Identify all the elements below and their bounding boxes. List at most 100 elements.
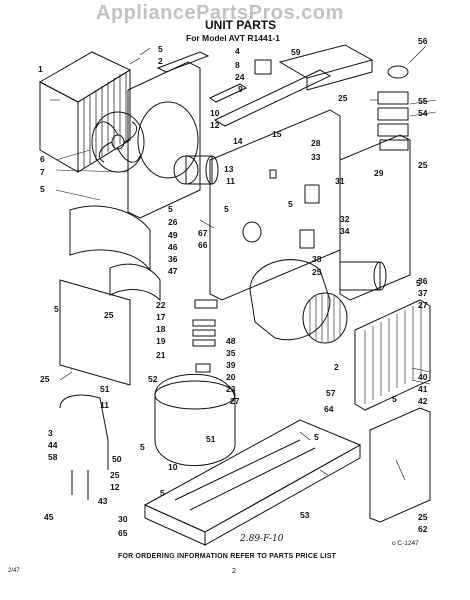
svg-text:56: 56 <box>418 36 428 46</box>
svg-text:51: 51 <box>206 434 216 444</box>
svg-text:13: 13 <box>224 164 234 174</box>
svg-text:25: 25 <box>104 310 114 320</box>
svg-text:44: 44 <box>48 440 58 450</box>
base-pan <box>143 419 362 546</box>
svg-text:22: 22 <box>156 300 166 310</box>
top-channel <box>278 44 374 91</box>
svg-text:4: 4 <box>235 46 240 56</box>
evaporator-coil <box>354 299 431 411</box>
svg-text:34: 34 <box>340 226 350 236</box>
svg-text:19: 19 <box>156 336 166 346</box>
svg-text:43: 43 <box>98 496 108 506</box>
svg-text:14: 14 <box>233 136 243 146</box>
svg-text:40: 40 <box>418 372 428 382</box>
control-panel <box>339 134 411 301</box>
part-number-labels: 1 5 2 4 8 24 9 10 12 59 56 25 55 54 15 1… <box>38 36 428 538</box>
thermostat-bulb <box>387 65 409 79</box>
svg-text:25: 25 <box>312 267 322 277</box>
svg-text:67: 67 <box>198 228 208 238</box>
svg-text:27: 27 <box>418 300 428 310</box>
figure-code: o C-1247 <box>392 540 419 547</box>
svg-text:5: 5 <box>160 488 165 498</box>
svg-text:59: 59 <box>291 47 301 57</box>
handwritten-note: 2.89-F-10 <box>240 534 284 544</box>
refrigerant-tube <box>59 394 109 470</box>
svg-text:12: 12 <box>110 482 120 492</box>
svg-text:5: 5 <box>158 44 163 54</box>
watermark: AppliancePartsPros.com <box>96 2 344 24</box>
svg-text:62: 62 <box>418 524 428 534</box>
svg-text:36: 36 <box>168 254 178 264</box>
blower-housing <box>249 259 348 344</box>
svg-text:47: 47 <box>168 266 178 276</box>
svg-text:5: 5 <box>416 278 421 288</box>
svg-text:20: 20 <box>226 372 236 382</box>
svg-text:50: 50 <box>112 454 122 464</box>
svg-text:2: 2 <box>334 362 339 372</box>
svg-text:11: 11 <box>226 176 235 186</box>
svg-text:25: 25 <box>40 374 50 384</box>
left-side-panel <box>59 279 131 386</box>
tube-fittings <box>71 470 89 500</box>
compressor <box>154 373 236 467</box>
top-bracket <box>156 51 210 73</box>
left-code: 2/47 <box>8 568 20 574</box>
svg-text:64: 64 <box>324 404 334 414</box>
svg-text:6: 6 <box>40 154 45 164</box>
svg-text:11: 11 <box>100 400 109 410</box>
control-switches <box>377 91 409 151</box>
svg-text:5: 5 <box>224 204 229 214</box>
svg-text:30: 30 <box>118 514 128 524</box>
svg-text:54: 54 <box>418 108 428 118</box>
svg-text:1: 1 <box>38 64 43 74</box>
svg-text:28: 28 <box>311 138 321 148</box>
svg-text:26: 26 <box>168 217 178 227</box>
fan-shroud <box>127 61 201 219</box>
page-number: 2 <box>232 568 236 575</box>
relay-59 <box>254 59 272 75</box>
svg-text:9: 9 <box>238 84 243 94</box>
bracket-22 <box>194 299 218 309</box>
svg-text:24: 24 <box>235 72 245 82</box>
svg-text:39: 39 <box>226 360 236 370</box>
svg-text:33: 33 <box>311 152 321 162</box>
fan-motor <box>173 155 219 185</box>
svg-text:3: 3 <box>48 428 53 438</box>
svg-text:57: 57 <box>326 388 336 398</box>
svg-text:52: 52 <box>148 374 158 384</box>
svg-text:25: 25 <box>338 93 348 103</box>
svg-text:10: 10 <box>168 462 178 472</box>
svg-text:23: 23 <box>226 384 236 394</box>
svg-text:25: 25 <box>418 160 428 170</box>
svg-text:5: 5 <box>314 432 319 442</box>
svg-text:5: 5 <box>140 442 145 452</box>
svg-text:18: 18 <box>156 324 166 334</box>
svg-text:15: 15 <box>272 129 282 139</box>
svg-text:25: 25 <box>110 470 120 480</box>
svg-text:53: 53 <box>300 510 310 520</box>
top-rail <box>213 69 332 127</box>
svg-text:12: 12 <box>210 120 220 130</box>
model-subtitle: For Model AVT R1441-1 <box>186 33 280 43</box>
svg-text:5: 5 <box>168 204 173 214</box>
svg-text:36: 36 <box>418 276 428 286</box>
svg-text:55: 55 <box>418 96 428 106</box>
svg-text:7: 7 <box>40 167 45 177</box>
svg-text:32: 32 <box>340 214 350 224</box>
air-deflector-lower <box>109 263 161 302</box>
svg-text:31: 31 <box>335 176 345 186</box>
air-deflector-upper <box>69 205 151 272</box>
svg-text:5: 5 <box>392 394 397 404</box>
svg-text:51: 51 <box>100 384 110 394</box>
svg-text:45: 45 <box>44 512 54 522</box>
svg-text:25: 25 <box>418 512 428 522</box>
svg-text:5: 5 <box>54 304 59 314</box>
svg-text:29: 29 <box>374 168 384 178</box>
svg-text:38: 38 <box>312 254 322 264</box>
fan-blade <box>91 111 145 173</box>
svg-text:2: 2 <box>158 56 163 66</box>
svg-text:66: 66 <box>198 240 208 250</box>
svg-text:17: 17 <box>156 312 166 322</box>
